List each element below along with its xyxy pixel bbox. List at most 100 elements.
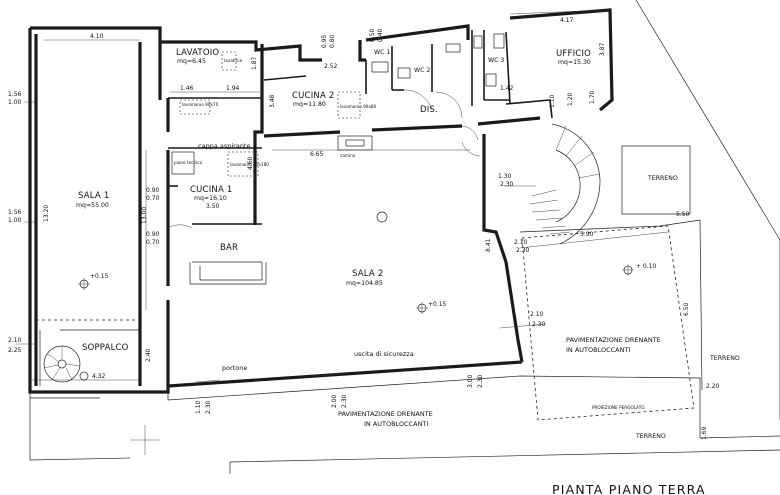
room-dis-name: DIS. xyxy=(420,105,438,115)
dim-label: 3.50 xyxy=(206,203,220,210)
fixture-lav3: lavamanio 70x180 xyxy=(230,162,269,167)
notes: cappa aspirante portone uscita di sicure… xyxy=(174,58,661,428)
room-sala2-name: SALA 2 xyxy=(352,269,383,279)
dim-label: 0.95 xyxy=(321,34,328,48)
room-sala2-area: mq=104.85 xyxy=(346,280,383,287)
fixture-lav1: lavamanio 90x70 xyxy=(182,102,219,107)
fixtures xyxy=(171,33,505,177)
dim-label: 13.00 xyxy=(141,207,148,224)
dimension-labels: 4.10 1.56 1.00 1.56 1.00 2.10 2.25 4.32 … xyxy=(8,17,720,390)
level-markers xyxy=(78,264,634,381)
fixture-piano: piano tecnico xyxy=(174,160,203,165)
camino: camino xyxy=(337,135,373,158)
room-sala1-area: mq=55.00 xyxy=(76,202,109,209)
room-wc2-name: WC 2 xyxy=(414,67,430,74)
dim-label: 2.30 xyxy=(500,181,514,188)
dim-label: 1.42 xyxy=(500,85,514,92)
dim-label: 1.70 xyxy=(589,90,596,104)
bar-counter xyxy=(189,261,267,285)
room-cucina2-area: mq=11.80 xyxy=(293,101,326,108)
dim-label: +0.15 xyxy=(90,273,109,280)
dim-label: 3.87 xyxy=(599,42,606,56)
dim-label: 2.40 xyxy=(145,348,152,362)
pergolato-label: PROIEZIONE PERGOLATO xyxy=(592,405,645,410)
drawing-title: PIANTA PIANO TERRA xyxy=(552,482,706,495)
dim-label: +0.15 xyxy=(428,301,447,308)
dim-label: 0.90 xyxy=(146,187,160,194)
dim-label: 1.10 xyxy=(549,94,556,108)
dim-label: 1.30 xyxy=(498,173,512,180)
room-cucina1-area: mq=16.10 xyxy=(194,195,227,202)
room-sala1-name: SALA 1 xyxy=(78,191,109,201)
dim-label: 1.56 xyxy=(8,91,22,98)
pavimentazione-label-1b: IN AUTOBLOCCANTI xyxy=(364,420,428,428)
dim-label: 2.30 xyxy=(205,400,212,414)
dim-label: 4.32 xyxy=(92,373,106,380)
dim-label: 6.50 xyxy=(683,302,690,316)
pavimentazione-label-2b: IN AUTOBLOCCANTI xyxy=(566,346,630,354)
dim-label: 4.17 xyxy=(560,17,574,24)
portone-label: portone xyxy=(222,364,247,372)
cappa-label: cappa aspirante xyxy=(198,142,250,150)
spiral-stair xyxy=(529,123,601,245)
dim-label: 1.00 xyxy=(8,217,22,224)
dim-label: 1.10 xyxy=(195,400,202,414)
dim-label: 1.56 xyxy=(8,209,22,216)
pavimentazione-label-2: PAVIMENTAZIONE DRENANTE xyxy=(566,336,661,344)
dim-label: 3.48 xyxy=(269,94,276,108)
room-wc1-name: WC 1 xyxy=(374,49,390,56)
dim-label: 0.70 xyxy=(146,239,160,246)
dim-label: 2.25 xyxy=(8,347,22,354)
dim-label: 5.90 xyxy=(580,231,594,238)
column xyxy=(376,211,388,223)
camino-label: camino xyxy=(340,153,356,158)
terreno-label-1: TERRENO xyxy=(647,175,678,182)
dim-label: 0.80 xyxy=(329,34,336,48)
dim-label: 0.90 xyxy=(146,231,160,238)
dim-label: 0.70 xyxy=(146,195,160,202)
dim-label: 2.20 xyxy=(706,383,720,390)
dim-label: 13.20 xyxy=(43,205,50,222)
dim-label: 6.65 xyxy=(310,151,324,158)
dim-label: 2.10 xyxy=(8,337,22,344)
dim-label: 2.30 xyxy=(477,374,484,388)
uscita-label: uscita di sicurezza xyxy=(354,350,414,358)
dim-label: 4.60 xyxy=(247,156,254,170)
fixture-lav4: lavatrice xyxy=(224,58,243,63)
dim-label: 2.30 xyxy=(516,247,530,254)
pavimentazione-label-1: PAVIMENTAZIONE DRENANTE xyxy=(338,410,433,418)
room-soppalco-name: SOPPALCO xyxy=(82,343,129,353)
dim-label: 0.40 xyxy=(377,28,384,42)
dim-label: + 0.10 xyxy=(636,263,656,270)
soppalco-area xyxy=(36,319,140,386)
dim-label: 0.50 xyxy=(369,28,376,42)
room-cucina2-name: CUCINA 2 xyxy=(292,91,334,101)
room-ufficio-name: UFFICIO xyxy=(556,49,591,59)
dim-label: 2.30 xyxy=(532,321,546,328)
dim-label: 8.41 xyxy=(485,238,492,252)
dim-label: 4.10 xyxy=(90,33,104,40)
dim-label: 1.69 xyxy=(701,426,708,440)
dim-label: 5.50 xyxy=(676,211,690,218)
partition-walls xyxy=(168,30,553,225)
fixture-lav2: lavamanio 90x80 xyxy=(340,104,377,109)
room-bar-name: BAR xyxy=(220,243,238,253)
room-ufficio-area: mq=15.30 xyxy=(558,59,591,66)
dim-label: 2.10 xyxy=(514,239,528,246)
terreno-label-3: TERRENO xyxy=(635,433,666,440)
room-wc3-name: WC 3 xyxy=(488,57,504,64)
vertical-dimension-labels: 13.20 13.00 2.40 1.87 3.48 4.60 0.95 0.8… xyxy=(43,28,708,440)
room-lavatoio-name: LAVATOIO xyxy=(176,48,219,58)
dim-label: 1.94 xyxy=(226,85,240,92)
room-labels: LAVATOIO mq=6.45 CUCINA 2 mq=11.80 WC 1 … xyxy=(76,48,740,440)
dim-label: 2.52 xyxy=(324,63,338,70)
exterior xyxy=(29,0,780,474)
dim-label: 1.46 xyxy=(180,85,194,92)
building-walls xyxy=(28,8,614,394)
terreno-label-2: TERRENO xyxy=(709,355,740,362)
dim-label: 1.87 xyxy=(251,56,258,70)
room-cucina1-name: CUCINA 1 xyxy=(190,185,232,195)
dimension-lines xyxy=(16,9,669,381)
dim-label: 1.00 xyxy=(8,99,22,106)
